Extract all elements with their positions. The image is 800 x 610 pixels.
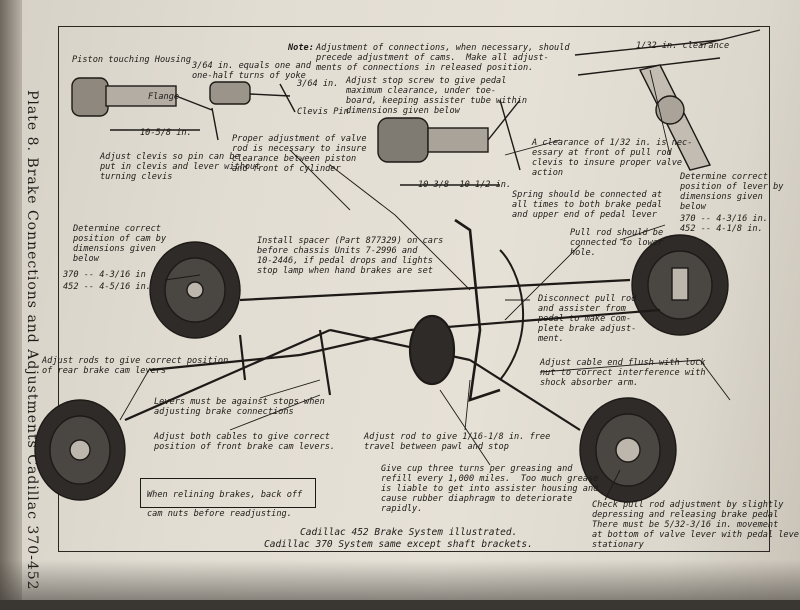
label-determine-lever: Determine correct position of lever by d… <box>680 172 784 212</box>
label-three-64: 3/64 in. <box>297 79 339 89</box>
label-clearance-note: A clearance of 1/32 in. is nec- essary a… <box>532 138 693 178</box>
label-levers-stops: Levers must be against stops when adjust… <box>154 397 325 417</box>
label-spacer: Install spacer (Part 877329) on cars bef… <box>257 236 444 276</box>
page-bottom-shadow <box>0 560 800 600</box>
cylinder-detail <box>71 77 219 141</box>
label-grease-cup: Give cup three turns per greasing and re… <box>381 464 599 514</box>
label-determine-cam: Determine correct position of cam by dim… <box>73 224 167 264</box>
label-rod-pawl: Adjust rod to give 1/16-1/8 in. free tra… <box>364 432 551 452</box>
label-flange: Flange <box>148 92 180 102</box>
label-yoke: 3/64 in. equals one and one-half turns o… <box>192 61 311 81</box>
illustration-frame <box>58 26 770 552</box>
label-clevis-pin: Clevis Pin <box>297 107 349 117</box>
leader-lines <box>119 69 731 501</box>
label-stop-screw: Adjust stop screw to give pedal maximum … <box>346 76 528 116</box>
relining-note-box: When relining brakes, back off cam nuts … <box>140 478 316 519</box>
label-rear-rods: Adjust rods to give correct position of … <box>42 356 229 376</box>
label-disconnect: Disconnect pull rod and assister from pe… <box>538 294 637 344</box>
label-proper-adjust: Proper adjustment of valve rod is necess… <box>232 134 367 174</box>
label-spring: Spring should be connected at all times … <box>512 190 663 220</box>
label-relining: When relining brakes, back off cam nuts … <box>147 490 303 519</box>
label-both-cables: Adjust both cables to give correct posit… <box>154 432 336 452</box>
front-left-drum <box>149 241 241 339</box>
label-ten-5-8: 10-5/8 in. <box>140 128 192 138</box>
note-text: Adjustment of connections, when necessar… <box>316 43 570 73</box>
label-note: Note: <box>288 43 314 53</box>
label-cam-452: 452 -- 4-5/16 in. <box>63 282 151 292</box>
label-check-pull: Check pull rod adjustment by slightly de… <box>592 500 800 550</box>
label-cable-end: Adjust cable end flush with lock nut to … <box>540 358 706 388</box>
label-adjust-clevis: Adjust clevis so pin can be put in clevi… <box>100 152 261 182</box>
rear-left-drum <box>34 399 126 501</box>
assister-detail <box>377 99 521 186</box>
label-piston-housing: Piston touching Housing <box>72 55 191 65</box>
clevis-detail <box>209 81 296 113</box>
footer-line-1: Cadillac 452 Brake System illustrated. <box>300 527 518 538</box>
page-gutter-shadow <box>0 0 22 600</box>
label-pull-rod: Pull rod should be connected to lower ho… <box>570 228 664 258</box>
rear-right-drum <box>579 397 677 503</box>
label-cam-370: 370 -- 4-3/16 in <box>63 270 146 280</box>
label-lever-452: 452 -- 4-1/8 in. <box>680 224 763 234</box>
label-clearance-1-32: 1/32 in. clearance <box>636 41 730 51</box>
label-ten-3-8: 10-3/8 -10-1/2 in. <box>418 180 512 190</box>
footer-line-2: Cadillac 370 System same except shaft br… <box>264 539 533 550</box>
label-lever-370: 370 -- 4-3/16 in. <box>680 214 768 224</box>
brake-linkage <box>124 218 661 431</box>
pedal-lever-detail <box>574 29 761 171</box>
